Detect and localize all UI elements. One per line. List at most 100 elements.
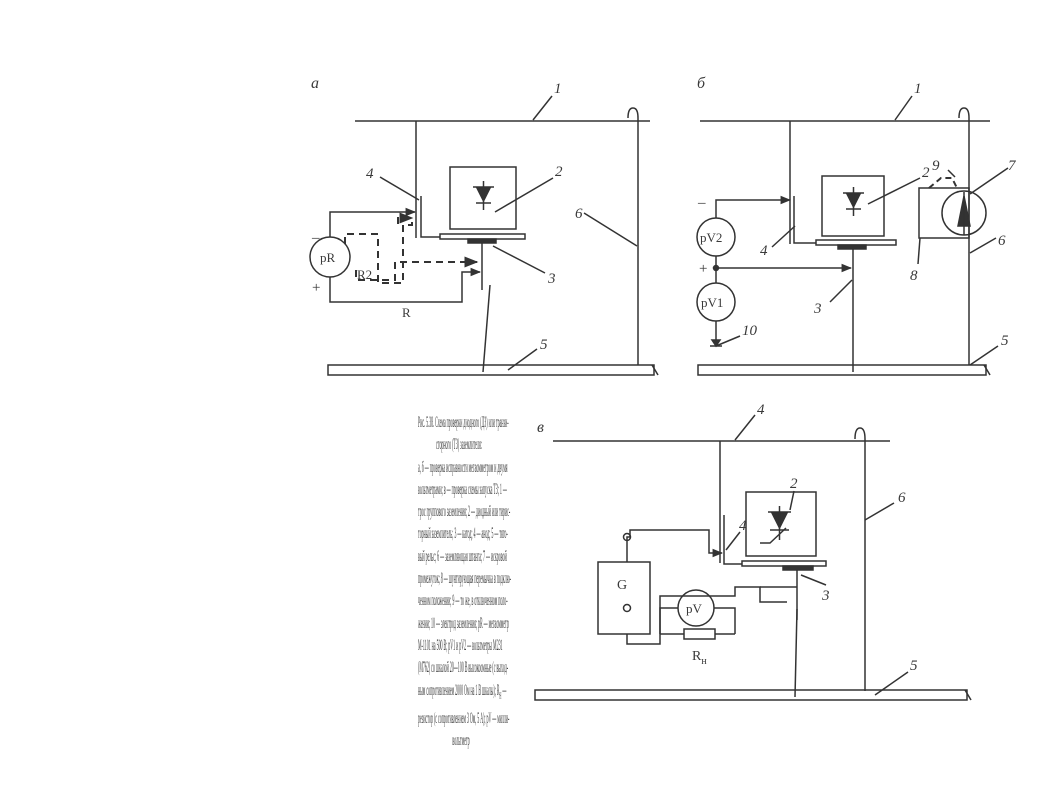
caption-line-1: Рис. 5.38. Схема проверки диодного (ДЗ) … (418, 414, 509, 431)
pV-plus-sign: + (699, 261, 707, 277)
panel-label-a: а (311, 75, 319, 92)
caption-line-10: жении; 10 — электрод заземления; pR — ме… (418, 614, 509, 632)
jumper-9-dashed (928, 177, 959, 191)
rail-end (651, 364, 659, 376)
caption-line-12: (М762) со шкалой 20—100 В высокоомные (с… (418, 659, 509, 677)
leader-3a (492, 245, 546, 274)
leader-2v (789, 490, 795, 511)
leader-4b (771, 225, 796, 248)
grounding-device-box (821, 175, 885, 237)
label-7b: 7 (1008, 158, 1017, 174)
caption-line-13: ным сопротивлением 2000 Ом на 1 В шкалы)… (418, 680, 511, 708)
leader-6v (864, 502, 895, 521)
pV2-label: pV2 (700, 230, 722, 245)
R2-dashed-wire-3 (397, 212, 414, 224)
pV2-minus-sign: – (697, 195, 706, 211)
caption-line-14: резистор (с сопротивлением 3 Ом, 5 А); p… (418, 709, 510, 727)
leader-4v-top (734, 414, 756, 441)
panel-label-v: в (537, 419, 544, 436)
G-to-anode-wire (626, 529, 724, 562)
cable-hook (958, 107, 970, 365)
diode-icon (843, 187, 864, 216)
cathode-pad (837, 244, 867, 250)
G-label: G (617, 578, 627, 593)
cathode-rod (482, 284, 491, 373)
leader-5a (507, 348, 538, 371)
G-to-cathode-wire (626, 586, 787, 645)
panel-v (534, 414, 972, 701)
pR-minus-wire (329, 207, 417, 237)
label-2b: 2 (922, 165, 930, 181)
pR-minus-sign: – (311, 230, 320, 246)
panel-b (696, 95, 1009, 376)
leader-5v (874, 671, 909, 696)
cathode-pad (782, 565, 814, 571)
label-2v: 2 (790, 476, 798, 492)
pV-wire-right (714, 607, 736, 634)
label-6a: 6 (575, 206, 583, 222)
rail (534, 689, 968, 701)
leader-1a (532, 95, 553, 121)
label-1b: 1 (914, 81, 922, 97)
cable-hook (854, 427, 866, 691)
caption-line-15: вольтметр (452, 732, 470, 750)
label-5b: 5 (1001, 333, 1009, 349)
label-1a: 1 (554, 81, 562, 97)
label-4v: 4 (739, 518, 747, 534)
pV2-minus-wire (715, 195, 792, 218)
leader-2a (494, 177, 554, 213)
rail-end (964, 689, 972, 701)
label-8b: 8 (910, 268, 918, 284)
anode-lead (793, 196, 816, 244)
caption-line-4: вольтметрами; в — проверка схемы запуска… (418, 480, 507, 498)
caption-line-5: трос группового заземления; 2 — диодный … (418, 503, 511, 521)
caption-line-6: торный заземлитель; 3 — катод; 4 — анод;… (418, 525, 508, 543)
caption-line-9: ченном положении; 9 — то же, в отключенн… (418, 592, 508, 610)
label-4v-top: 4 (757, 402, 765, 418)
leader-3v (800, 574, 827, 586)
Rn-label: Rн (692, 649, 707, 667)
pR-plus-sign: + (312, 280, 320, 296)
label-3v: 3 (821, 588, 830, 604)
pV1-label: pV1 (701, 295, 723, 310)
leader-9b (947, 169, 956, 178)
rail (327, 364, 655, 376)
rail (697, 364, 987, 376)
label-4a: 4 (366, 166, 374, 182)
leader-2b (867, 177, 921, 205)
panel-a (309, 95, 659, 376)
leader-4v (725, 531, 741, 551)
caption-line-7: вый рельс; 6 — заземляющая штанга; 7 — и… (418, 547, 507, 565)
R2-dashed-wire-2 (355, 256, 479, 281)
pR-plus-wire (329, 267, 482, 303)
label-3a: 3 (547, 271, 556, 287)
leader-6a (583, 212, 638, 247)
spark-gap-box (918, 187, 970, 239)
R2-dashed-wire-1 (344, 220, 413, 284)
cable-hook (627, 107, 639, 365)
thyristor-icon (760, 506, 791, 544)
caption-line-13-end: — (501, 681, 507, 699)
leader-10b (715, 335, 741, 347)
leader-6b (969, 237, 997, 254)
thyristor-box (745, 491, 817, 557)
Rn-main: R (692, 649, 702, 664)
Rn-subscript: н (701, 656, 707, 667)
caption-line-3: а, б — проверка исправности мегаомметром… (418, 458, 508, 476)
caption-line-13-main: ным сопротивлением 2000 Ом на 1 В шкалы)… (418, 681, 500, 699)
pV-label: pV (686, 601, 703, 616)
grounding-device-box (449, 166, 517, 230)
label-10b: 10 (742, 323, 758, 339)
leader-5b (969, 345, 999, 366)
pR-label: pR (320, 250, 336, 265)
R2-label: R2 (357, 267, 372, 282)
diode-icon (473, 181, 494, 210)
label-9b: 9 (932, 158, 940, 174)
label-3b: 3 (813, 301, 822, 317)
leader-7b (969, 167, 1009, 195)
leader-8b (917, 237, 921, 265)
figure-caption: Рис. 5.38. Схема проверки диодного (ДЗ) … (418, 412, 780, 753)
caption-line-2: сторного (ТЗ) заземлителя: (435, 436, 482, 454)
label-4b: 4 (760, 243, 768, 259)
